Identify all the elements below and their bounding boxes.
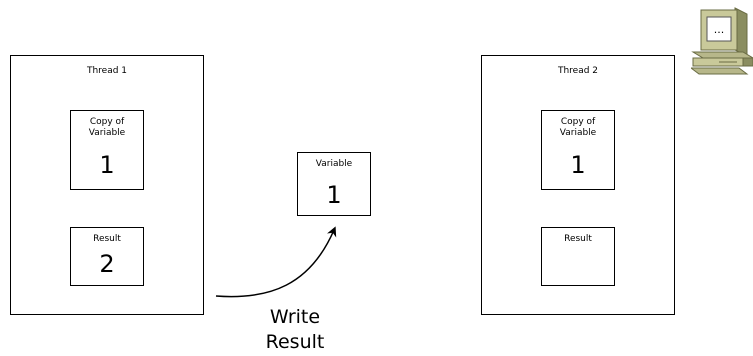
thread-1-title: Thread 1	[86, 66, 128, 76]
thread-1-copy-box: Copy of Variable 1	[70, 110, 144, 190]
thread-1-copy-label: Copy of Variable	[88, 117, 126, 138]
thread-1-result-label: Result	[93, 234, 121, 244]
shared-variable-label: Variable	[315, 159, 353, 169]
thread-1-result-box: Result 2	[70, 227, 144, 286]
thread-2-copy-value: 1	[570, 151, 586, 179]
shared-variable-box: Variable 1	[297, 152, 371, 216]
computer-icon: ...	[691, 7, 753, 75]
thread-2-copy-box: Copy of Variable 1	[541, 110, 615, 190]
thread-1-copy-value: 1	[99, 151, 115, 179]
svg-text:...: ...	[714, 23, 725, 36]
shared-variable-value: 1	[326, 181, 342, 209]
thread-2-result-label: Result	[564, 234, 592, 244]
thread-2-result-box: Result	[541, 227, 615, 286]
thread-1-result-value: 2	[99, 250, 115, 278]
thread-2-copy-label: Copy of Variable	[559, 117, 597, 138]
thread-2-title: Thread 2	[557, 66, 599, 76]
write-result-label: Write Result	[265, 306, 325, 353]
